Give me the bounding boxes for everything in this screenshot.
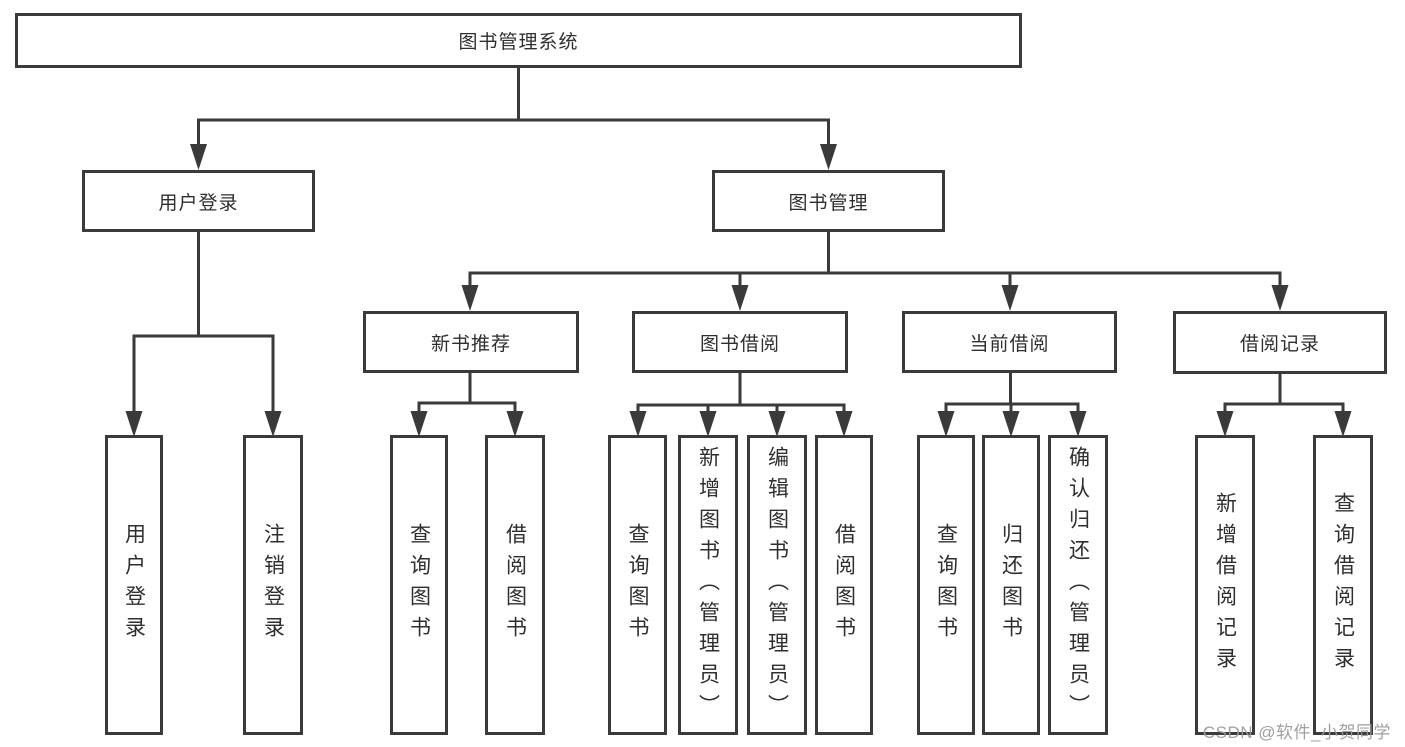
node-new-book-recommend: 新书推荐 [363,311,579,373]
leaf-confirm-return-admin: 确认归还（管理员） [1048,435,1108,735]
leaf-add-borrow-record: 新增借阅记录 [1195,435,1255,735]
node-root-system: 图书管理系统 [15,13,1022,68]
leaf-search-books-current: 查询图书 [917,435,975,735]
leaf-search-books-current-label: 查询图书 [934,523,958,647]
leaf-borrow-books: 借阅图书 [815,435,873,735]
arrowheads [125,144,1352,437]
leaf-add-borrow-record-label: 新增借阅记录 [1213,492,1237,678]
leaf-borrow-books-recommend-label: 借阅图书 [503,523,527,647]
leaf-search-books-recommend-label: 查询图书 [407,523,431,647]
node-book-management: 图书管理 [712,170,945,232]
leaf-return-book: 归还图书 [982,435,1040,735]
node-user-login: 用户登录 [82,170,315,232]
leaf-borrow-books-recommend: 借阅图书 [485,435,545,735]
leaf-search-books-borrow: 查询图书 [608,435,667,735]
leaf-user-login: 用户登录 [105,435,163,735]
node-book-borrow: 图书借阅 [632,311,848,373]
leaf-search-books-borrow-label: 查询图书 [626,523,649,647]
leaf-search-borrow-record-label: 查询借阅记录 [1331,492,1355,678]
node-borrow-records: 借阅记录 [1173,311,1387,374]
leaf-borrow-books-label: 借阅图书 [832,523,856,647]
leaf-add-book-admin: 新增图书（管理员） [678,435,738,735]
leaf-edit-book-admin: 编辑图书（管理员） [747,435,807,735]
leaf-return-book-label: 归还图书 [999,523,1023,647]
leaf-edit-book-admin-label: 编辑图书（管理员） [765,445,789,725]
leaf-add-book-admin-label: 新增图书（管理员） [696,445,720,725]
leaf-search-books-recommend: 查询图书 [390,435,448,735]
watermark: CSDN @软件_小贺同学 [1202,723,1391,742]
node-current-borrow: 当前借阅 [902,311,1117,373]
leaf-user-login-label: 用户登录 [122,523,146,647]
leaf-logout: 注销登录 [243,435,303,735]
leaf-confirm-return-admin-label: 确认归还（管理员） [1066,445,1090,725]
leaf-search-borrow-record: 查询借阅记录 [1313,435,1373,735]
leaf-logout-label: 注销登录 [261,523,285,647]
